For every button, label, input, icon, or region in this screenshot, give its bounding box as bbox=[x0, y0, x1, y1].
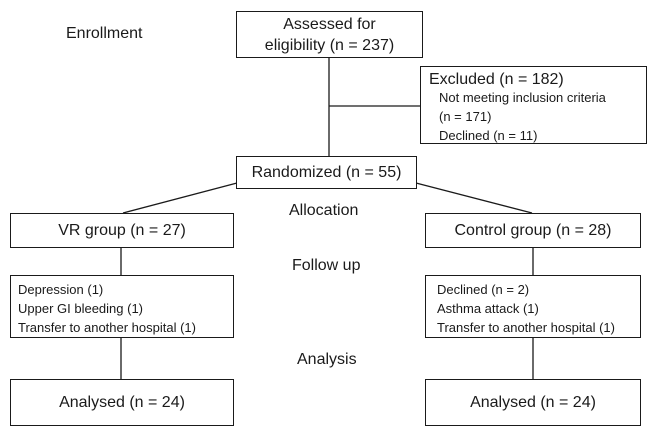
connector-randomized-control bbox=[415, 182, 533, 214]
excluded-item: (n = 171) bbox=[439, 109, 492, 124]
vr-followup-box: Depression (1) Upper GI bleeding (1) Tra… bbox=[10, 275, 234, 338]
excluded-item: Declined (n = 11) bbox=[439, 128, 538, 143]
vr-followup-item: Upper GI bleeding (1) bbox=[18, 301, 144, 316]
vr-followup-item: Depression (1) bbox=[18, 282, 104, 297]
stage-follow-up: Follow up bbox=[292, 257, 361, 274]
control-followup-list: Declined (n = 2) Asthma attack (1) Trans… bbox=[437, 280, 615, 337]
excluded-item: Not meeting inclusion criteria bbox=[439, 90, 606, 105]
control-followup-item: Asthma attack (1) bbox=[437, 301, 539, 316]
stage-enrollment: Enrollment bbox=[66, 25, 143, 42]
vr-followup-list: Depression (1) Upper GI bleeding (1) Tra… bbox=[18, 280, 196, 337]
stage-allocation: Allocation bbox=[289, 202, 359, 219]
assessed-box: Assessed for eligibility (n = 237) bbox=[236, 11, 423, 58]
connector-randomized-vr bbox=[122, 182, 238, 214]
control-followup-item: Declined (n = 2) bbox=[437, 282, 530, 297]
control-followup-item: Transfer to another hospital (1) bbox=[437, 320, 615, 335]
randomized-box: Randomized (n = 55) bbox=[236, 156, 417, 189]
excluded-title: Excluded (n = 182) bbox=[429, 71, 564, 88]
vr-followup-item: Transfer to another hospital (1) bbox=[18, 320, 196, 335]
assessed-line2: eligibility (n = 237) bbox=[264, 36, 395, 54]
control-followup-box: Declined (n = 2) Asthma attack (1) Trans… bbox=[425, 275, 641, 338]
excluded-box: Excluded (n = 182) Not meeting inclusion… bbox=[420, 66, 647, 144]
assessed-line1: Assessed for bbox=[283, 15, 376, 33]
excluded-list: Not meeting inclusion criteria (n = 171)… bbox=[439, 88, 606, 145]
vr-group-box: VR group (n = 27) bbox=[10, 213, 234, 248]
control-analysed-box: Analysed (n = 24) bbox=[425, 379, 641, 426]
control-group-box: Control group (n = 28) bbox=[425, 213, 641, 248]
stage-analysis: Analysis bbox=[297, 351, 357, 368]
vr-analysed-box: Analysed (n = 24) bbox=[10, 379, 234, 426]
